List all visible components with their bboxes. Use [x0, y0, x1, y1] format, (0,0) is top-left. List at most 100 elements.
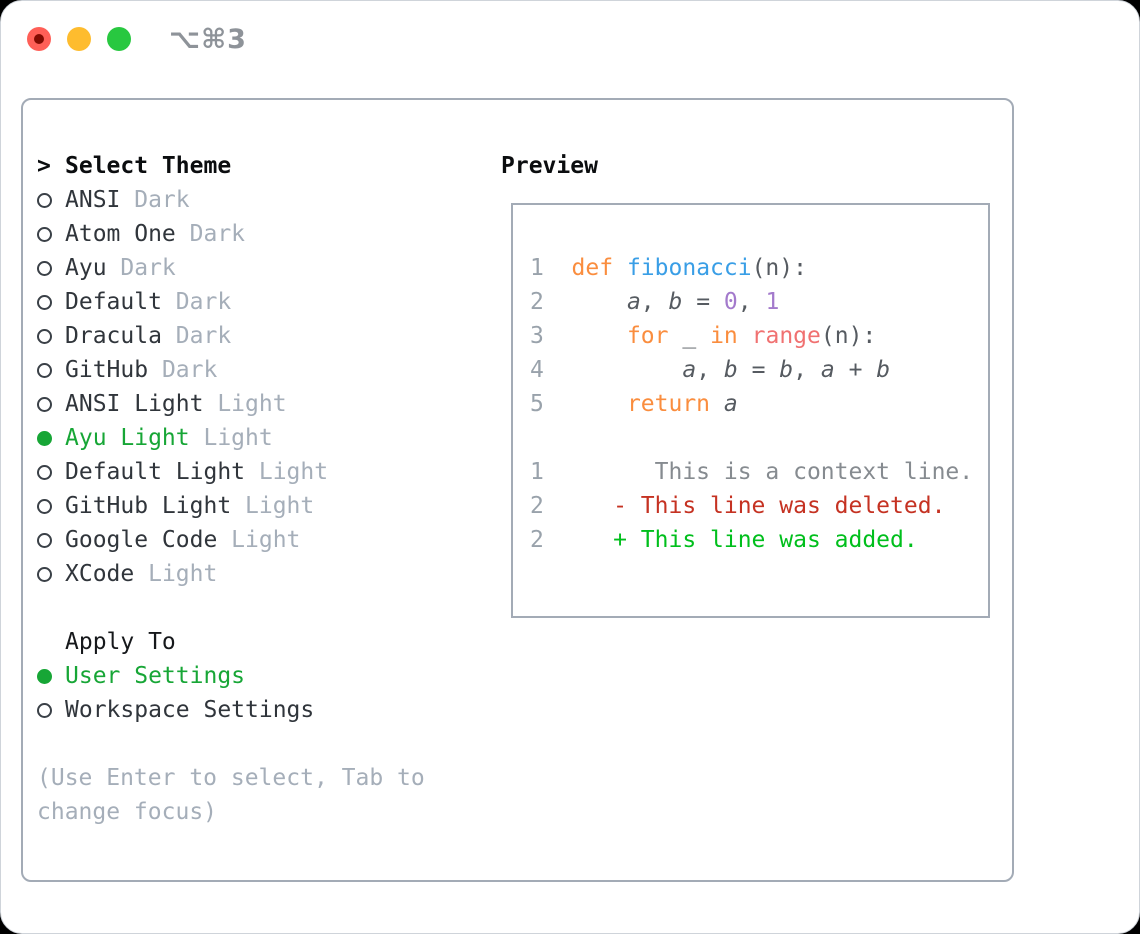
theme-variant-label: Dark — [175, 323, 232, 349]
theme-option-label: Default — [65, 289, 162, 315]
code-token: , — [793, 357, 821, 383]
code-token — [572, 391, 627, 417]
line-number: 4 — [530, 357, 544, 383]
code-token: 0 — [723, 289, 738, 315]
code-token — [710, 391, 724, 417]
apply-option-user-settings[interactable]: User Settings — [37, 659, 501, 693]
theme-option-label: ANSI Light — [65, 391, 204, 417]
radio-icon — [37, 702, 65, 718]
radio-icon — [37, 396, 65, 412]
code-token — [738, 323, 752, 349]
code-token — [572, 289, 627, 315]
line-number: 2 — [530, 493, 544, 519]
theme-variant-label: Dark — [161, 357, 218, 383]
apply-option-workspace-settings[interactable]: Workspace Settings — [37, 693, 501, 727]
code-token: = — [737, 357, 780, 383]
theme-option-dracula[interactable]: Dracula Dark — [37, 319, 501, 353]
radio-icon — [37, 532, 65, 548]
titlebar: ⌥⌘3 — [1, 1, 1139, 77]
code-token: b — [668, 289, 683, 315]
code-line: 4 a, b = b, a + b — [530, 353, 988, 387]
theme-option-label: Atom One — [65, 221, 176, 247]
theme-option-github[interactable]: GitHub Dark — [37, 353, 501, 387]
theme-variant-label: Dark — [134, 187, 190, 213]
radio-icon — [37, 464, 65, 480]
theme-option-label: GitHub — [65, 357, 149, 383]
code-token: , — [640, 289, 669, 315]
theme-option-label: Ayu — [65, 255, 107, 281]
theme-option-ansi[interactable]: ANSI Dark — [37, 183, 501, 217]
code-token: return — [626, 391, 711, 417]
theme-variant-label: Dark — [175, 289, 232, 315]
apply-option-label: User Settings — [65, 663, 246, 689]
code-token: _ — [682, 323, 697, 349]
code-token: = — [682, 289, 724, 315]
theme-variant-label: Light — [148, 561, 218, 587]
theme-variant-label: Light — [258, 459, 329, 485]
radio-icon — [37, 294, 65, 310]
hint-text-line2: change focus) — [37, 799, 218, 825]
radio-icon — [37, 566, 65, 582]
radio-icon — [37, 260, 65, 276]
radio-icon — [37, 192, 65, 208]
zoom-button[interactable] — [107, 27, 131, 51]
code-token: a — [626, 289, 641, 315]
theme-option-atom-one[interactable]: Atom One Dark — [37, 217, 501, 251]
code-token — [613, 255, 627, 281]
code-line: 5 return a — [530, 387, 988, 421]
code-token: + This line was added. — [571, 527, 918, 553]
minimize-button[interactable] — [67, 27, 91, 51]
radio-icon — [37, 226, 65, 242]
code-blank-line — [530, 421, 988, 455]
theme-variant-label: Light — [245, 493, 315, 519]
theme-option-label: Dracula — [65, 323, 162, 349]
code-token: (n): — [820, 323, 877, 349]
code-token: a — [820, 357, 835, 383]
code-line: 1 def fibonacci(n): — [530, 251, 988, 285]
radio-icon — [37, 328, 65, 344]
section-gap — [37, 591, 501, 625]
code-token: b — [723, 357, 738, 383]
code-line: 1 This is a context line. — [530, 455, 988, 489]
window-title-shortcut: ⌥⌘3 — [169, 23, 247, 55]
theme-option-default[interactable]: Default Dark — [37, 285, 501, 319]
radio-icon — [37, 362, 65, 378]
apply-option-label: Workspace Settings — [65, 697, 315, 723]
code-line: 2 a, b = 0, 1 — [530, 285, 988, 319]
section-gap — [37, 727, 501, 761]
theme-option-xcode[interactable]: XCode Light — [37, 557, 501, 591]
select-theme-title: Select Theme — [65, 153, 232, 179]
theme-option-label: ANSI — [65, 187, 121, 213]
hint-text-line1: (Use Enter to select, Tab to — [37, 765, 425, 791]
code-token: in — [710, 323, 738, 349]
line-number: 2 — [530, 527, 544, 553]
code-token: def — [571, 255, 614, 281]
code-token — [572, 357, 683, 383]
theme-variant-label: Light — [231, 527, 301, 553]
apply-to-title: Apply To — [65, 629, 176, 655]
code-token: , — [737, 289, 766, 315]
line-number: 2 — [530, 289, 544, 315]
preview-header: Preview — [501, 149, 1012, 183]
code-token: b — [779, 357, 794, 383]
radio-icon — [37, 498, 65, 514]
close-button[interactable] — [27, 27, 51, 51]
line-number: 1 — [530, 459, 544, 485]
code-token: range — [751, 323, 821, 349]
theme-variant-label: Light — [203, 425, 273, 451]
code-token: a — [682, 357, 697, 383]
theme-variant-label: Dark — [189, 221, 246, 247]
code-token: This is a context line. — [571, 459, 974, 485]
theme-option-label: XCode — [65, 561, 135, 587]
code-token: b — [876, 357, 891, 383]
